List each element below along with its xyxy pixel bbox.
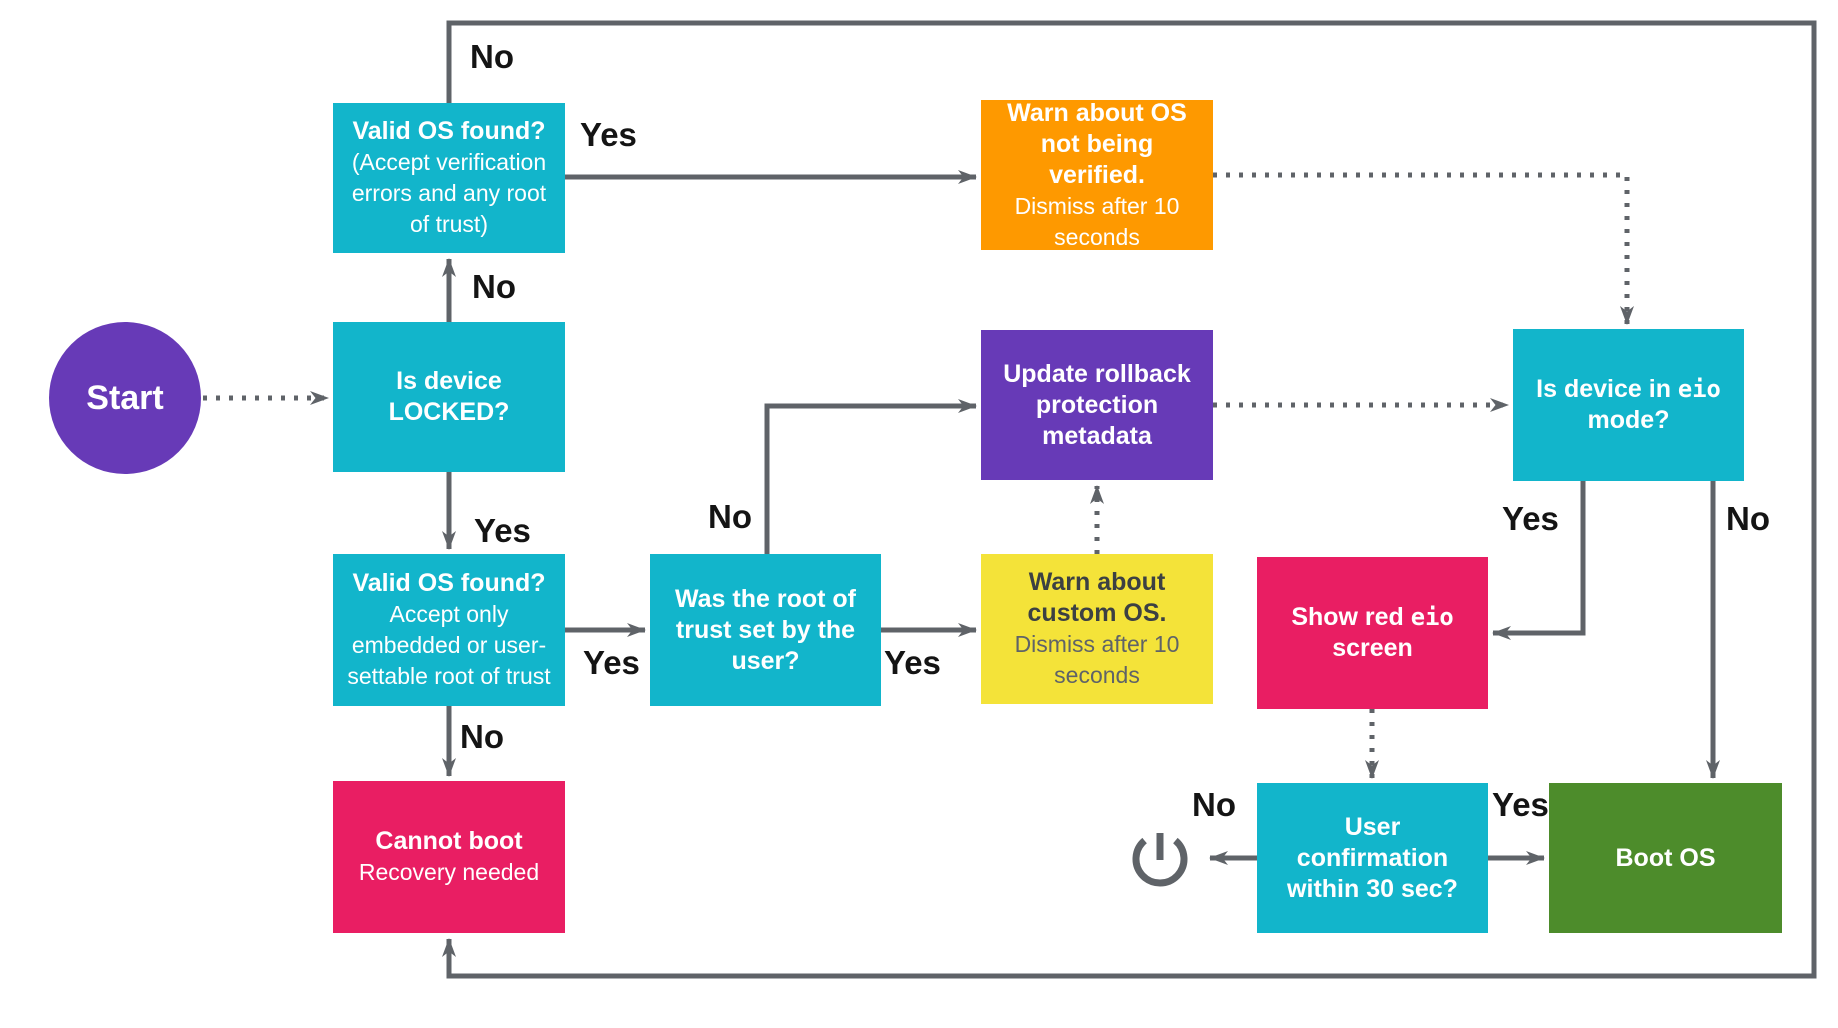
- node-title: Update rollback protection metadata: [1003, 359, 1191, 450]
- power-icon: [1132, 833, 1188, 887]
- edge-no-valid-any-wrap-to-cannot-boot: [442, 20, 1817, 979]
- node-title: Valid OS found?: [352, 569, 546, 597]
- node-boot-os: Boot OS: [1549, 783, 1782, 933]
- label-yes-locked: Yes: [474, 512, 531, 549]
- node-update-rollback: Update rollback protection metadata: [981, 330, 1213, 480]
- node-title: Show red eio screen: [1291, 603, 1454, 662]
- node-title: Is device in eio mode?: [1536, 375, 1721, 434]
- node-body: Recovery needed: [358, 859, 540, 885]
- node-body: Dismiss after 10 seconds: [1014, 631, 1180, 688]
- label-yes-eio: Yes: [1502, 500, 1559, 537]
- node-title: Warn about custom OS.: [1027, 568, 1167, 627]
- label-no-user: No: [1192, 786, 1236, 823]
- label-no-eio: No: [1726, 500, 1770, 537]
- label-yes-top: Yes: [580, 116, 637, 153]
- node-is-device-locked: Is device LOCKED?: [333, 322, 565, 472]
- node-valid-os-embedded: Valid OS found? Accept only embedded or u…: [333, 554, 565, 706]
- node-is-device-eio: Is device in eio mode?: [1513, 329, 1744, 481]
- node-title: Warn about OS not being verified.: [1007, 98, 1187, 189]
- node-user-confirmation: User confirmation within 30 sec?: [1257, 783, 1488, 933]
- mono-eio-text: eio: [1410, 603, 1454, 631]
- edge-orange-to-eio: [1213, 172, 1634, 325]
- node-show-red-eio: Show red eio screen: [1257, 557, 1488, 709]
- node-valid-os-any: Valid OS found? (Accept verification erro…: [333, 103, 565, 253]
- label-yes-user: Yes: [1492, 786, 1549, 823]
- node-title: Boot OS: [1615, 843, 1716, 872]
- label-no-locked: No: [472, 268, 516, 305]
- mono-eio-text: eio: [1677, 375, 1721, 403]
- label-no-top: No: [470, 38, 514, 75]
- node-warn-os-not-verified: Warn about OS not being verified.Dismiss…: [981, 98, 1213, 250]
- node-title: User confirmation within 30 sec?: [1287, 812, 1458, 903]
- edge-wasroot-no-elbow: [764, 399, 977, 554]
- node-title: Cannot boot: [375, 827, 523, 855]
- node-body: Dismiss after 10 seconds: [1014, 192, 1180, 250]
- edge-eio-yes-elbow: [1492, 481, 1586, 640]
- node-body: (Accept verification errors and any root…: [351, 149, 547, 237]
- node-was-root-of-trust: Was the root of trust set by the user?: [650, 554, 881, 706]
- label-yes-wasroot: Yes: [884, 644, 941, 681]
- node-title: Was the root of trust set by the user?: [674, 584, 856, 675]
- node-title: Valid OS found?: [352, 117, 546, 145]
- node-body: Accept only embedded or user-settable ro…: [347, 601, 551, 689]
- node-warn-custom-os: Warn about custom OS.Dismiss after 10 se…: [981, 554, 1213, 704]
- node-start: Start: [49, 322, 201, 474]
- label-yes-valid: Yes: [583, 644, 640, 681]
- node-title: Is device LOCKED?: [388, 367, 510, 426]
- label-no-wasroot: No: [708, 498, 752, 535]
- label-no-valid: No: [460, 718, 504, 755]
